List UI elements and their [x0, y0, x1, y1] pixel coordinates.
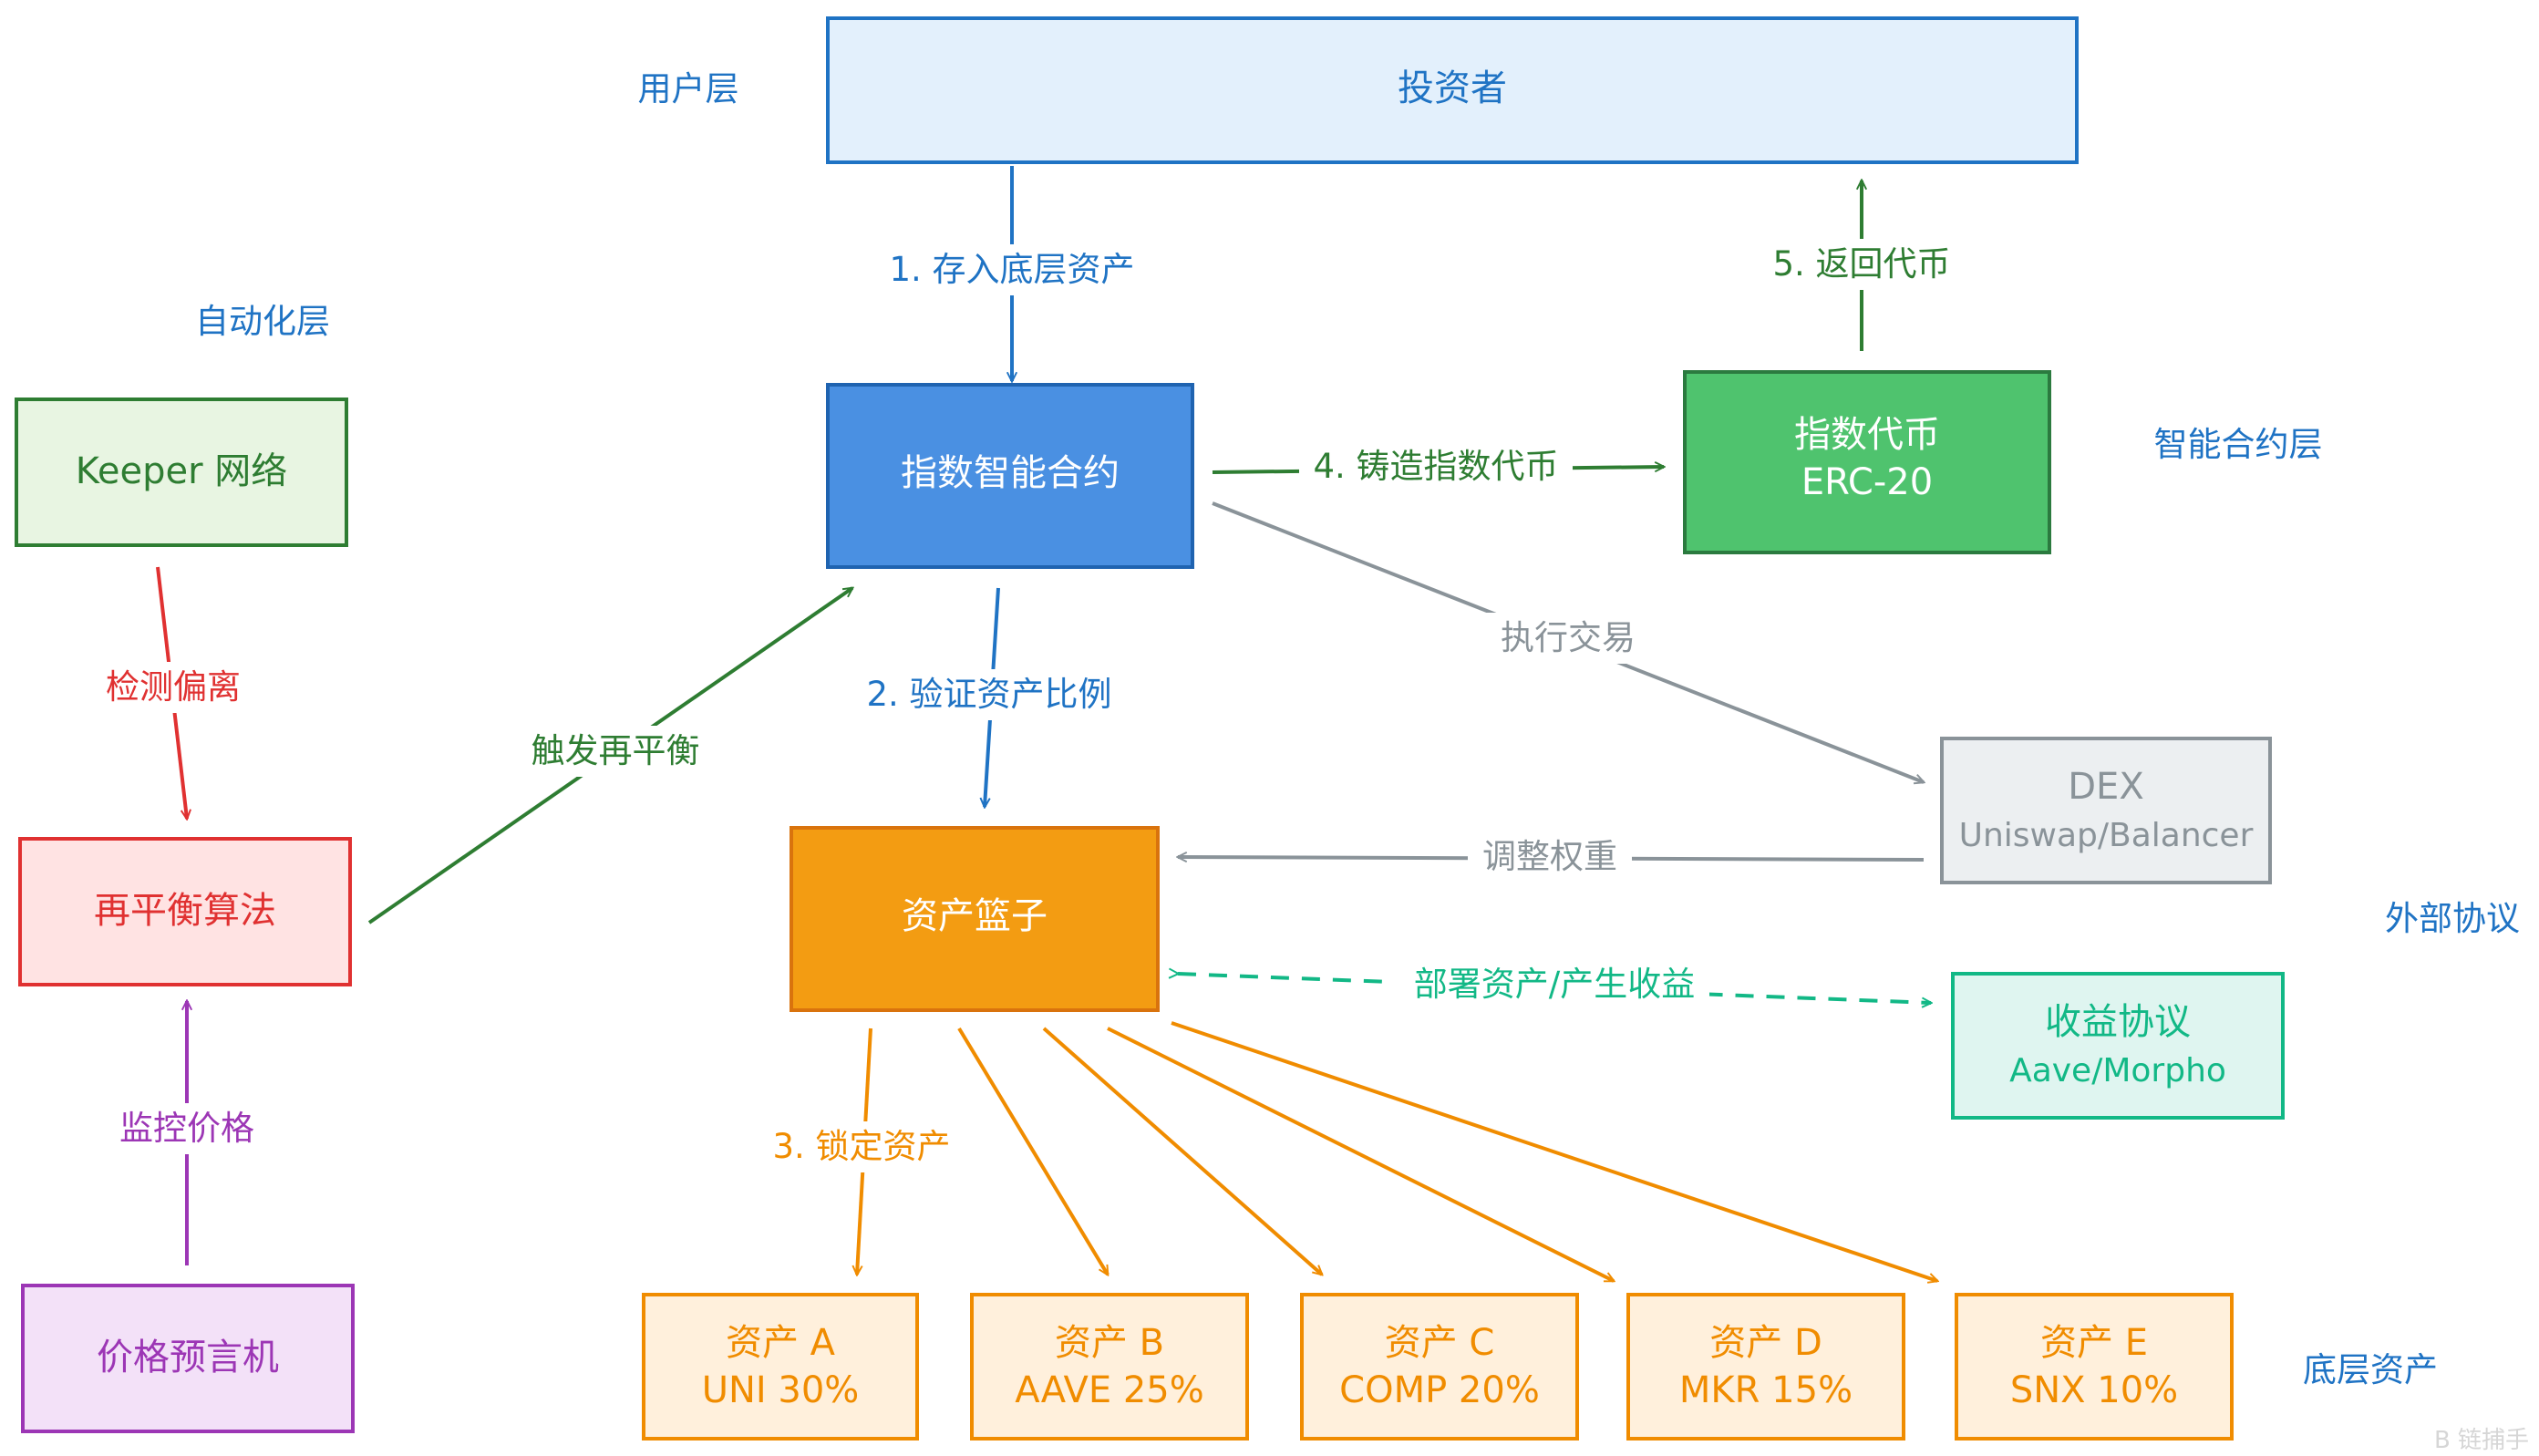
edge-basket-to-asset-e — [1171, 1021, 1937, 1281]
layer-label-automation: 自动化层 — [195, 302, 330, 341]
edge-adjust: 调整权重 — [1178, 831, 1925, 883]
node-rebalance-algorithm: 再平衡算法 — [18, 837, 352, 986]
edge-label-trade: 执行交易 — [1501, 618, 1636, 657]
node-investor-label: 投资者 — [1398, 67, 1507, 109]
layer-label-underlying: 底层资产 — [2303, 1350, 2438, 1389]
node-dex-label: DEX — [2068, 766, 2143, 808]
layer-label-external: 外部协议 — [2385, 899, 2520, 938]
edge-label-trigger: 触发再平衡 — [532, 731, 700, 770]
edge-label-return: 5. 返回代币 — [1772, 244, 1950, 284]
node-asset-d-weight: MKR 15% — [1679, 1369, 1853, 1411]
node-index-token-label: 指数代币 — [1794, 414, 1940, 456]
node-yield-protocol-label: 收益协议 — [2045, 1001, 2191, 1043]
edge-label-deploy: 部署资产/产生收益 — [1414, 965, 1695, 1004]
node-index-token-standard: ERC-20 — [1801, 461, 1933, 503]
edge-label-mint: 4. 铸造指数代币 — [1313, 447, 1558, 486]
edge-trade: 执行交易 — [1212, 501, 1924, 782]
layer-label-smart-contract: 智能合约层 — [2154, 425, 2323, 464]
edge-detect: 检测偏离 — [91, 566, 255, 819]
node-asset-d-label: 资产 D — [1709, 1322, 1822, 1364]
edge-lock: 3. 锁定资产 — [757, 1027, 966, 1275]
edge-basket-to-asset-d — [1107, 1027, 1614, 1283]
node-asset-d: 资产 D MKR 15% — [1626, 1293, 1905, 1441]
node-asset-b-weight: AAVE 25% — [1015, 1369, 1204, 1411]
node-asset-e-weight: SNX 10% — [2010, 1369, 2178, 1411]
node-index-contract: 指数智能合约 — [826, 383, 1194, 569]
edge-mint: 4. 铸造指数代币 — [1212, 441, 1664, 492]
edge-verify: 2. 验证资产比例 — [848, 587, 1130, 807]
node-asset-basket-label: 资产篮子 — [902, 895, 1048, 937]
node-asset-a: 资产 A UNI 30% — [642, 1293, 919, 1441]
node-asset-a-label: 资产 A — [726, 1322, 836, 1364]
edge-label-deposit: 1. 存入底层资产 — [889, 250, 1134, 289]
edge-trigger: 触发再平衡 — [367, 586, 852, 924]
node-dex-protocols: Uniswap/Balancer — [1959, 817, 2254, 854]
layer-label-user: 用户层 — [638, 69, 739, 108]
edge-deploy: 部署资产/产生收益 — [1178, 959, 1931, 1010]
edge-label-monitor: 监控价格 — [119, 1109, 254, 1148]
node-dex: DEX Uniswap/Balancer — [1940, 737, 2272, 884]
edge-label-verify: 2. 验证资产比例 — [866, 675, 1111, 714]
edge-deposit: 1. 存入底层资产 — [871, 166, 1153, 381]
node-asset-c-weight: COMP 20% — [1339, 1369, 1540, 1411]
node-asset-basket: 资产篮子 — [790, 826, 1160, 1012]
node-yield-protocol-names: Aave/Morpho — [2009, 1052, 2226, 1089]
node-asset-b-label: 资产 B — [1055, 1322, 1164, 1364]
edge-monitor: 监控价格 — [105, 1001, 269, 1265]
edge-label-adjust: 调整权重 — [1482, 837, 1617, 876]
node-asset-e: 资产 E SNX 10% — [1955, 1293, 2234, 1441]
node-keeper-label: Keeper 网络 — [76, 450, 288, 492]
node-asset-a-weight: UNI 30% — [702, 1369, 860, 1411]
node-keeper: Keeper 网络 — [15, 398, 348, 547]
node-yield-protocol: 收益协议 Aave/Morpho — [1951, 972, 2285, 1120]
node-asset-e-label: 资产 E — [2040, 1322, 2148, 1364]
edge-label-lock: 3. 锁定资产 — [772, 1127, 950, 1166]
node-asset-c: 资产 C COMP 20% — [1300, 1293, 1579, 1441]
node-rebalance-algorithm-label: 再平衡算法 — [94, 890, 276, 932]
node-price-oracle: 价格预言机 — [21, 1284, 355, 1433]
node-investor: 投资者 — [826, 16, 2079, 164]
edge-return: 5. 返回代币 — [1750, 181, 1973, 351]
edge-label-detect: 检测偏离 — [106, 667, 241, 707]
node-price-oracle-label: 价格预言机 — [97, 1337, 279, 1379]
node-index-token: 指数代币 ERC-20 — [1683, 370, 2051, 554]
edge-basket-to-asset-c — [1042, 1027, 1322, 1275]
node-asset-b: 资产 B AAVE 25% — [970, 1293, 1249, 1441]
node-index-contract-label: 指数智能合约 — [901, 452, 1120, 494]
edge-basket-to-asset-b — [957, 1027, 1110, 1275]
watermark: B 链捕手 — [2434, 1427, 2529, 1454]
node-asset-c-label: 资产 C — [1385, 1322, 1495, 1364]
